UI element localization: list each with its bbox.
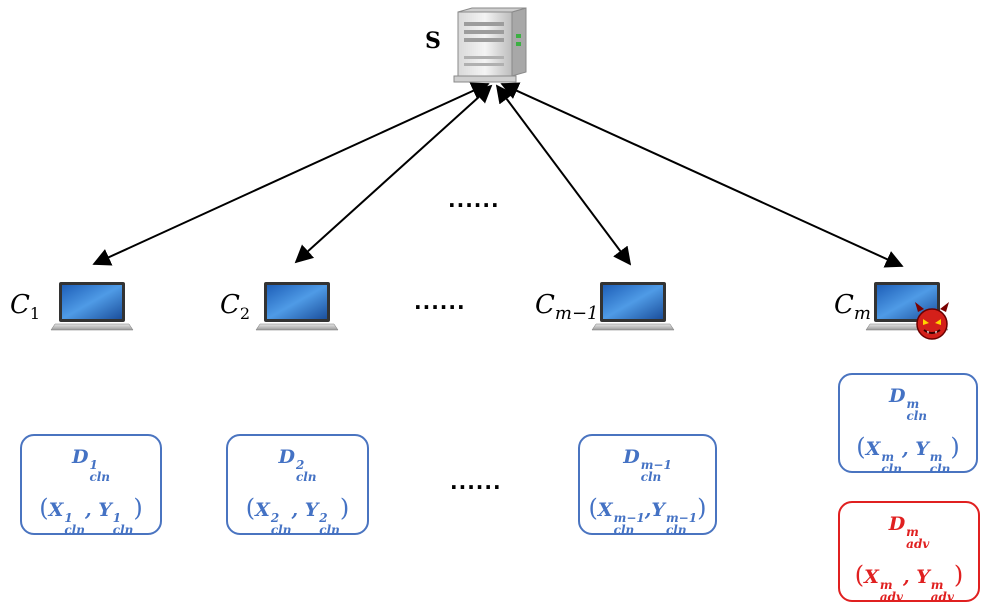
server-icon	[453, 7, 527, 83]
server-label: S	[425, 28, 441, 54]
arrow-server-c2	[294, 84, 493, 264]
ellipsis-clients: ......	[414, 290, 466, 314]
laptop-icon-cm1	[591, 282, 675, 331]
client-label-c2: C2	[220, 290, 251, 324]
arrow-server-cm	[500, 82, 904, 268]
laptop-icon-c1	[50, 282, 134, 331]
client-label-c1: C1	[10, 290, 41, 324]
laptop-icon-c2	[255, 282, 339, 331]
ellipsis-top: ......	[448, 188, 500, 212]
client-label-cm1: Cm−1	[535, 290, 599, 325]
connection-arrows	[92, 82, 904, 268]
arrow-server-c1	[92, 82, 490, 266]
ellipsis-datasets: ......	[450, 470, 502, 494]
client-label-cm: Cm	[834, 290, 871, 325]
devil-icon	[915, 302, 949, 340]
